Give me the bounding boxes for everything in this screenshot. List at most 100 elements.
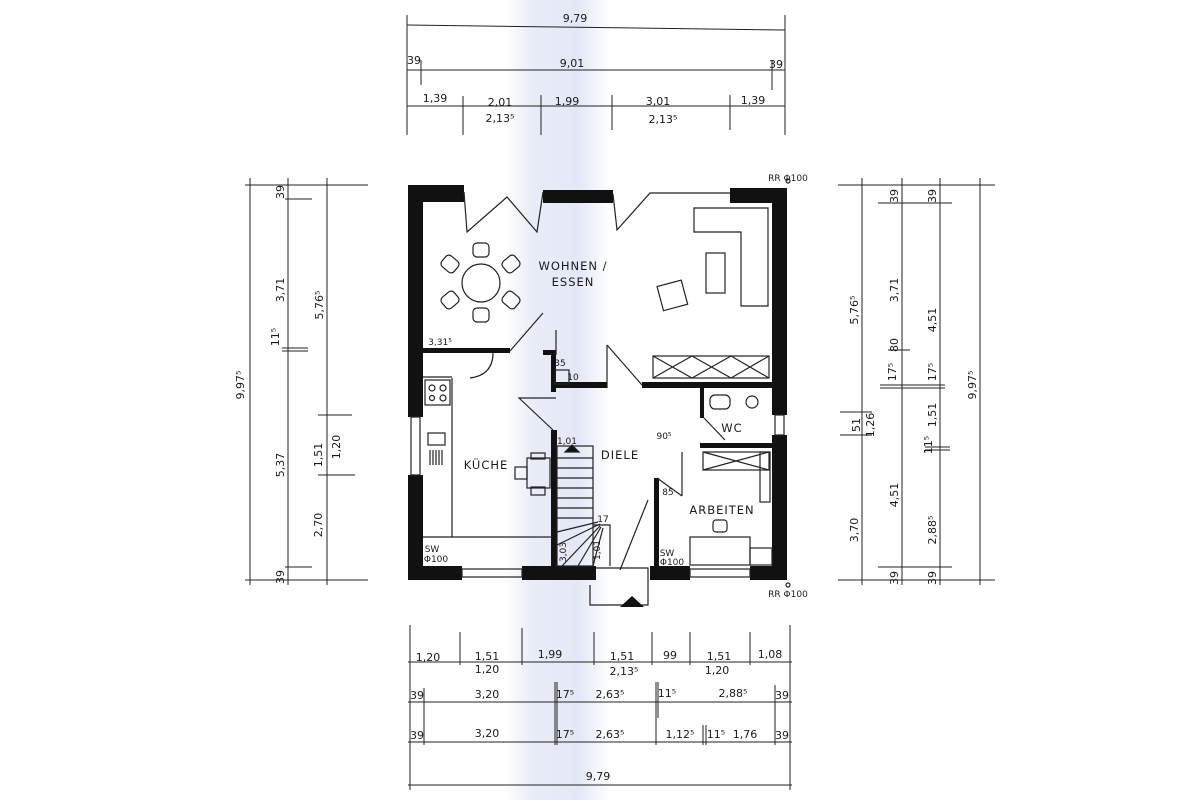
dim-chimney: 10 <box>567 373 579 383</box>
dim-top-total: 9,79 <box>563 12 588 25</box>
dim-left: 5,37 <box>274 453 287 478</box>
stove <box>424 379 451 406</box>
room-label-kueche: KÜCHE <box>464 456 509 472</box>
dim-bottom: 17⁵ <box>556 728 574 741</box>
dim-bottom: 39 <box>775 729 789 742</box>
dim-bottom: 1,99 <box>538 648 563 661</box>
bay-window-right <box>612 192 730 232</box>
dim-bottom: 1,76 <box>733 728 758 741</box>
bay-window-left <box>463 191 544 234</box>
dim-bottom: 1,12⁵ <box>666 728 695 741</box>
dim-right: 5,76⁵ <box>848 296 861 325</box>
dim-right: 11⁵ <box>922 436 935 454</box>
windows <box>410 191 785 578</box>
scan-fold-band <box>505 0 610 800</box>
dim-bottom: 39 <box>775 689 789 702</box>
dim-right: 3,71 <box>888 278 901 303</box>
dim-bottom: 3,20 <box>475 688 500 701</box>
dim-left: 2,70 <box>312 513 325 538</box>
dim-top: 39 <box>769 58 783 71</box>
dim-right: 39 <box>926 189 939 203</box>
dim-stair: 1,01 <box>593 540 603 560</box>
dim-bottom: 1,20 <box>475 663 500 676</box>
sw-label: Φ100 <box>424 555 449 565</box>
dim-right: 39 <box>926 571 939 585</box>
dim-chimney: 35 <box>554 359 565 369</box>
dim-bottom: 1,51 <box>610 650 635 663</box>
rr-label: RR Φ100 <box>768 174 808 184</box>
dim-left: 5,76⁵ <box>313 291 326 320</box>
dim-top: 2,13⁵ <box>649 113 678 126</box>
dim-right: 4,51 <box>926 308 939 333</box>
dim-right: 39 <box>888 189 901 203</box>
dim-bottom: 1,20 <box>416 651 441 664</box>
dim-right: 51 <box>850 418 863 432</box>
dim-right: 2,88⁵ <box>926 516 939 545</box>
shelf <box>702 451 770 471</box>
dim-bottom: 17⁵ <box>556 688 574 701</box>
sideboard <box>652 355 770 379</box>
room-label-arbeiten: ARBEITEN <box>689 503 754 517</box>
dim-bottom: 39 <box>410 729 424 742</box>
wc-basin <box>745 395 759 409</box>
dim-right: 39 <box>888 571 901 585</box>
dim-bottom: 2,63⁵ <box>596 688 625 701</box>
dim-right: 1,26 <box>864 413 877 438</box>
dim-left: 3,71 <box>274 278 287 303</box>
dim-right: 4,51 <box>888 483 901 508</box>
dim-left: 1,20 <box>330 435 343 460</box>
dim-bottom: 3,20 <box>475 727 500 740</box>
sw-label: SW <box>660 549 675 559</box>
dim-bottom: 11⁵ <box>658 687 676 700</box>
staircase <box>556 444 611 567</box>
dim-top: 2,13⁵ <box>486 112 515 125</box>
dim-left: 39 <box>274 570 287 584</box>
dim-right: 3,70 <box>848 518 861 543</box>
room-label-wc: WC <box>721 421 742 435</box>
room-label-essen: ESSEN <box>552 275 595 289</box>
interior-walls <box>423 348 772 566</box>
corner-sofa <box>693 207 769 307</box>
sw-label: SW <box>425 545 440 555</box>
dim-left: 1,51 <box>312 443 325 468</box>
sink <box>427 432 446 446</box>
toilet <box>709 394 731 410</box>
dim-stair: 1,01 <box>557 437 577 447</box>
dim-bottom: 99 <box>663 649 677 662</box>
dimension-lines <box>245 15 995 790</box>
dim-top: 9,01 <box>560 57 585 70</box>
dim-right: 80 <box>888 338 901 352</box>
dim-bottom: 1,20 <box>705 664 730 677</box>
furniture <box>424 178 791 588</box>
dim-left: 39 <box>274 185 287 199</box>
dim-bottom: 1,08 <box>758 648 783 661</box>
dining-table <box>461 263 501 303</box>
room-label-wohnen: WOHNEN / <box>538 259 607 273</box>
dim-bottom-total: 9,79 <box>586 770 611 783</box>
rr-label: RR Φ100 <box>768 590 808 600</box>
dim-top: 2,01 <box>488 96 513 109</box>
exterior-walls <box>408 185 787 580</box>
dim-top: 3,01 <box>646 95 671 108</box>
armchair <box>656 279 689 312</box>
dim-stair: 17 <box>597 515 608 525</box>
coffee-table <box>705 252 726 294</box>
dim-right: 17⁵ <box>926 363 939 381</box>
dim-right: 17⁵ <box>886 363 899 381</box>
dim-right-total: 9,97⁵ <box>966 371 979 400</box>
dim-bottom: 2,63⁵ <box>596 728 625 741</box>
dim-top: 1,99 <box>555 95 580 108</box>
dim-corner: 85 <box>662 488 673 498</box>
dim-dining-width: 3,31⁵ <box>428 338 452 348</box>
dim-bottom: 11⁵ <box>707 728 725 741</box>
dim-left: 11⁵ <box>269 328 282 346</box>
dim-top: 1,39 <box>741 94 766 107</box>
dim-door-width: 90⁵ <box>656 432 671 442</box>
door-swings <box>423 312 726 606</box>
dim-right: 1,51 <box>926 403 939 428</box>
dim-bottom: 1,51 <box>475 650 500 663</box>
dim-bottom: 39 <box>410 689 424 702</box>
dim-bottom: 1,51 <box>707 650 732 663</box>
dim-bottom: 2,13⁵ <box>610 665 639 678</box>
